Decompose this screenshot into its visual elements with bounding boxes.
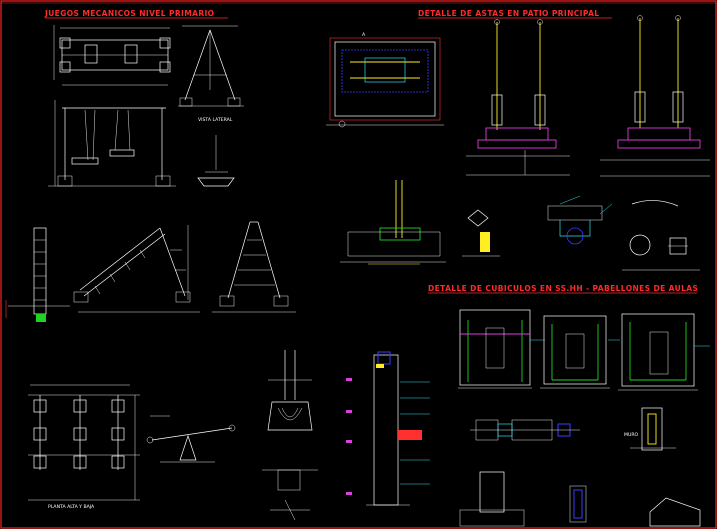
wall-label: MURO — [624, 432, 639, 438]
ladder-side-view — [212, 221, 296, 313]
cubicle-elevation-3 — [618, 313, 698, 391]
title-playground: JUEGOS MECANICOS NIVEL PRIMARIO — [44, 9, 214, 18]
plan-view-label: PLANTA ALTA Y BAJA — [48, 504, 95, 510]
cubicle-elevation-2 — [540, 315, 610, 389]
title-flagpoles: DETALLE DE ASTAS EN PATIO PRINCIPAL — [418, 9, 599, 18]
annotation-leaders — [400, 195, 710, 485]
flag-anchor-detail — [547, 205, 603, 245]
play-structure-plan: PLANTA ALTA Y BAJA — [28, 384, 140, 510]
flagpole-elevation-left — [466, 19, 570, 176]
swing-side-view: VISTA LATERAL — [178, 25, 244, 123]
seat-detail — [197, 135, 235, 187]
section-mark-a: A — [362, 32, 366, 38]
flagpole-plaza-plan: A — [326, 32, 444, 128]
cubicle-wall-section — [346, 351, 422, 506]
wall-anchor-detail: MURO — [624, 407, 676, 451]
flag-base-section-detail — [340, 180, 446, 265]
flag-clamp-detail — [622, 200, 700, 271]
swing-plan-view — [53, 25, 171, 86]
cubicle-base-detail — [459, 471, 701, 527]
cubicle-elevation-1 — [458, 309, 532, 389]
footing-detail — [262, 350, 318, 521]
flag-bracket-detail — [462, 209, 500, 257]
title-cubicles: DETALLE DE CUBICULOS EN SS.HH - PABELLON… — [428, 284, 698, 293]
seesaw-elevation — [146, 415, 236, 463]
ladder-elevation-left — [5, 227, 70, 322]
swing-front-elevation — [48, 100, 176, 187]
flagpole-elevation-right — [600, 15, 710, 177]
side-view-label: VISTA LATERAL — [198, 117, 233, 123]
slide-elevation — [73, 225, 200, 313]
cubicle-partition-detail — [470, 419, 580, 441]
